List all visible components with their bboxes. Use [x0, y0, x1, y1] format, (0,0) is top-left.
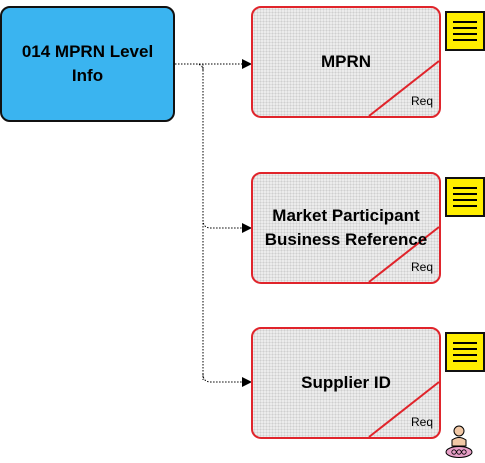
child-node-label: Supplier ID: [301, 373, 391, 392]
connector-to-child-3: [202, 373, 252, 387]
child-node-supplier-id[interactable]: Supplier ID Req: [251, 327, 441, 439]
required-tag: Req: [410, 94, 433, 108]
requirement-corner-line: [368, 226, 440, 283]
requirement-corner-line: [368, 60, 440, 117]
child-node-market-participant-business-reference[interactable]: Market Participant Business Reference Re…: [251, 172, 441, 284]
connector-to-child-2: [202, 219, 252, 233]
person-icon: [445, 425, 473, 458]
root-node[interactable]: 014 MPRN Level Info: [0, 6, 175, 122]
child-node-mprn[interactable]: MPRN Req: [251, 6, 441, 118]
note-icon[interactable]: [445, 177, 485, 217]
note-icon[interactable]: [445, 332, 485, 372]
root-node-label: 014 MPRN Level Info: [21, 42, 154, 85]
required-tag: Req: [410, 415, 433, 429]
child-node-label: MPRN: [320, 52, 372, 71]
child-node-label: Market Participant Business Reference: [264, 206, 428, 249]
required-tag: Req: [410, 260, 433, 274]
connector-root-to-mprn: [175, 63, 204, 71]
note-icon[interactable]: [445, 11, 485, 51]
requirement-corner-line: [368, 381, 440, 438]
